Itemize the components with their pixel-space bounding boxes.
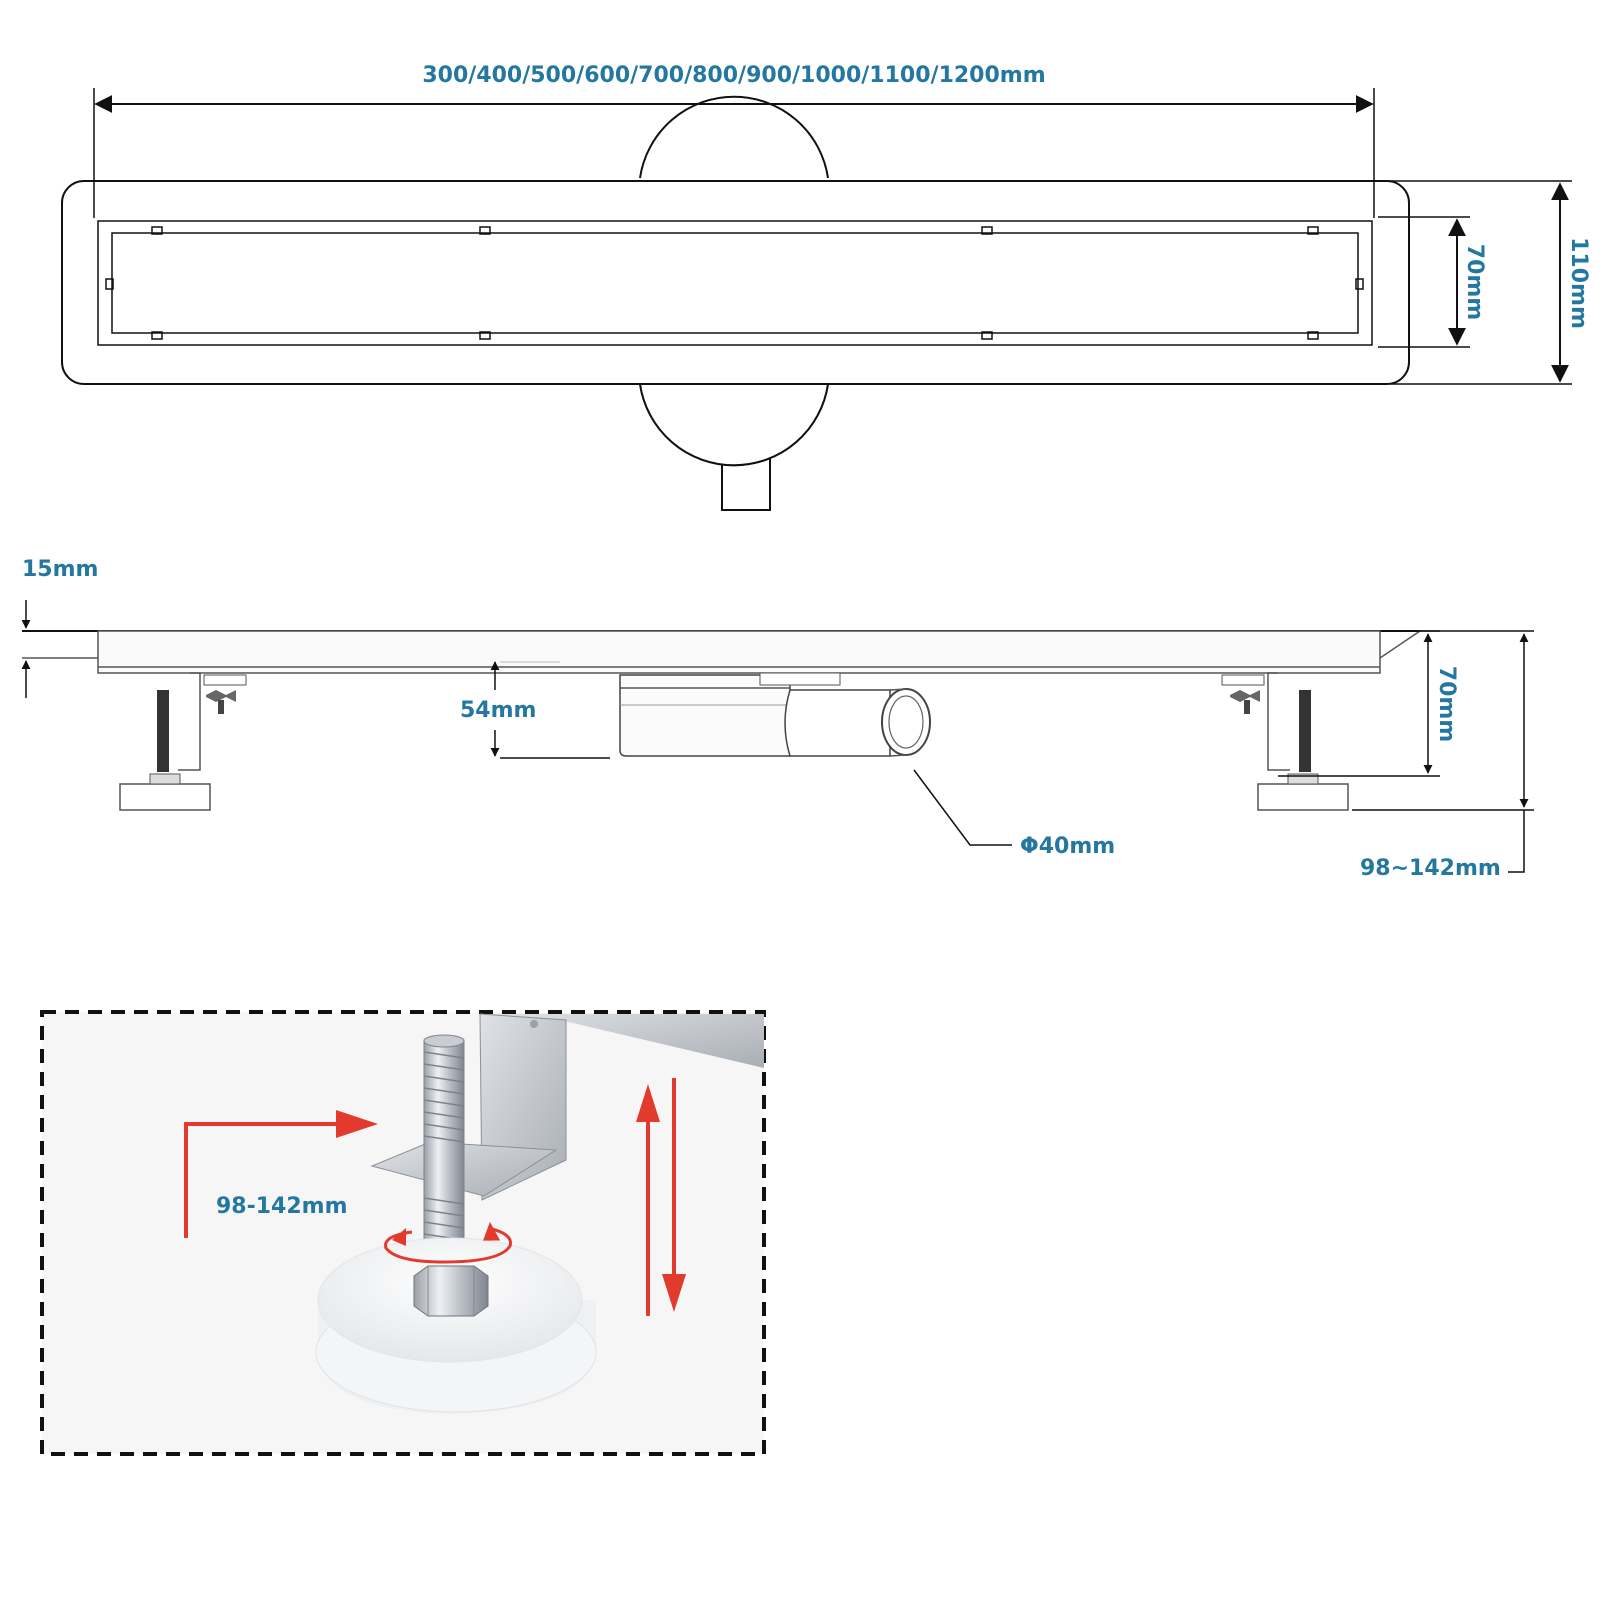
up-down-arrows-icon [636,1078,686,1316]
foot-base [315,1237,597,1414]
adjust-range-label: 98~142mm [1360,856,1501,881]
total-width-label: 110mm [1566,237,1591,329]
detail-adjust-label: 98-142mm [216,1194,348,1219]
grate-inner-frame [111,232,1359,334]
channel-plate [480,1014,764,1068]
grate-tabs [105,226,1364,340]
length-label: 300/400/500/600/700/800/900/1000/1100/12… [422,63,1045,88]
hex-nut [413,1265,489,1317]
rotate-arrow-icon [384,1226,513,1264]
left-leg [119,672,247,811]
adjustable-foot-detail: 98-142mm [40,1010,766,1456]
side-view: 15mm [21,557,1534,881]
top-view: 300/400/500/600/700/800/900/1000/1100/12… [61,63,1591,511]
outlet-label: Φ40mm [1020,834,1115,859]
channel-body-side [97,630,1381,674]
body-height-label: 70mm [1434,666,1459,742]
channel-outline [61,180,1410,385]
elbow-arrow-icon [184,1122,338,1238]
outlet-leader-line [913,769,1012,846]
outlet-circle-top [639,95,829,179]
outlet-sump [619,672,931,757]
grate-outer-frame [97,220,1373,346]
right-leg [1221,672,1349,811]
flange-label: 15mm [22,557,98,582]
grate-width-label: 70mm [1462,244,1487,320]
depth-label: 54mm [460,698,536,723]
